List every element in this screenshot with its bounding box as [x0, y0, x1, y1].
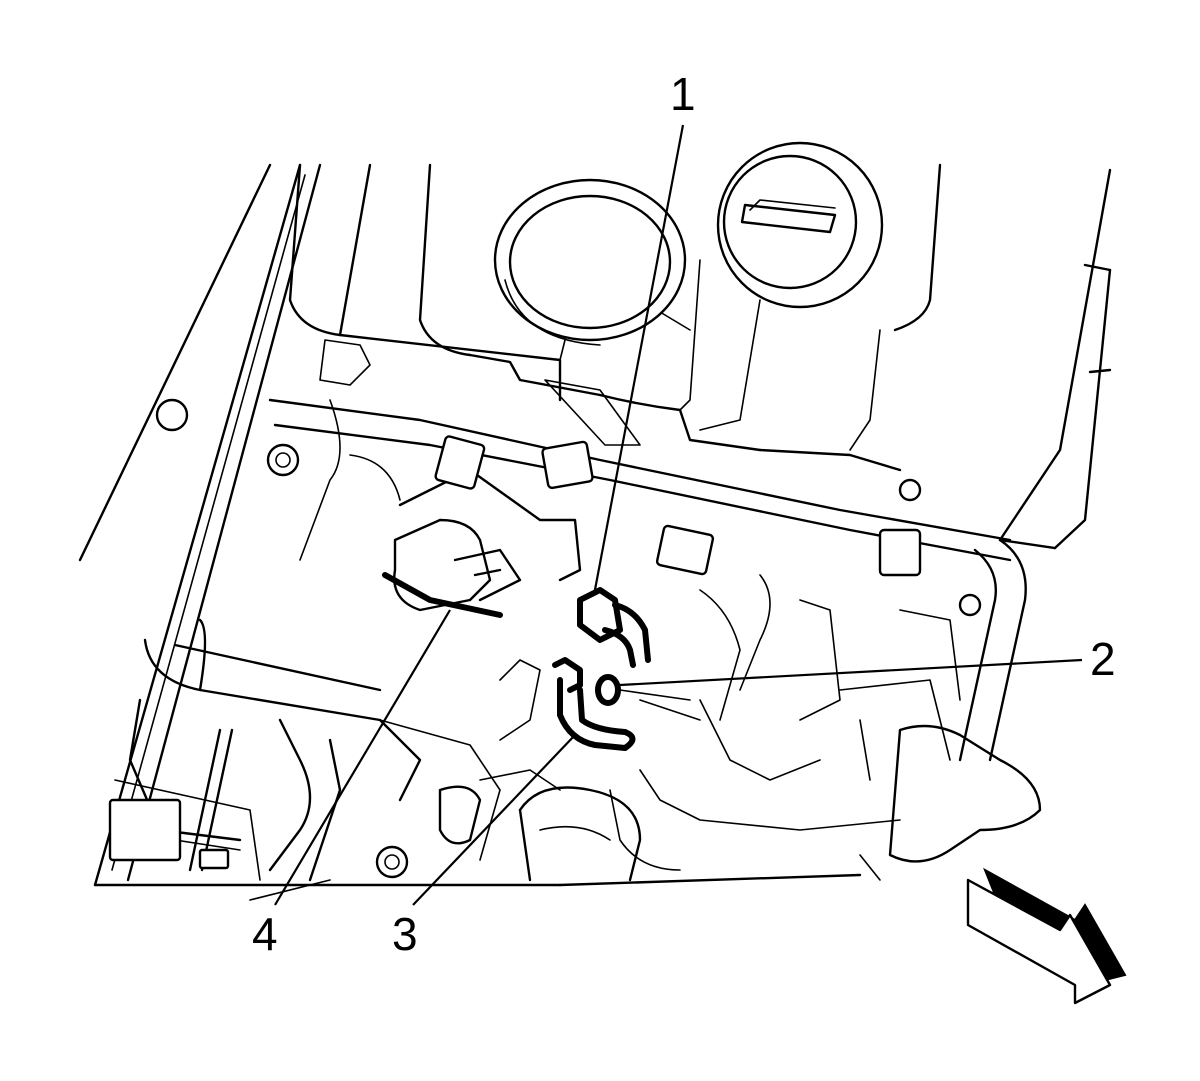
leader-line-2 — [619, 658, 1083, 687]
callout-2: 2 — [1090, 633, 1116, 685]
cover-openings — [493, 141, 884, 346]
lower-engine — [93, 618, 1042, 901]
callouts: 1 2 3 4 — [252, 68, 1116, 960]
direction-arrow-icon — [966, 867, 1127, 1005]
left-fender — [78, 163, 322, 887]
fuel-rail-area — [268, 398, 1027, 871]
callout-3: 3 — [392, 908, 418, 960]
leader-line-1 — [592, 124, 685, 596]
callout-4: 4 — [252, 908, 278, 960]
leader-lines — [274, 124, 1083, 906]
fuel-pump-component — [382, 518, 522, 618]
leader-line-3 — [412, 734, 576, 906]
fuel-hose-connector — [552, 657, 701, 751]
callout-1: 1 — [670, 68, 696, 120]
engine-cover — [288, 163, 1112, 550]
seal-ring — [595, 674, 621, 706]
fuel-hose-upper — [577, 587, 651, 668]
leader-line-4 — [274, 609, 451, 906]
